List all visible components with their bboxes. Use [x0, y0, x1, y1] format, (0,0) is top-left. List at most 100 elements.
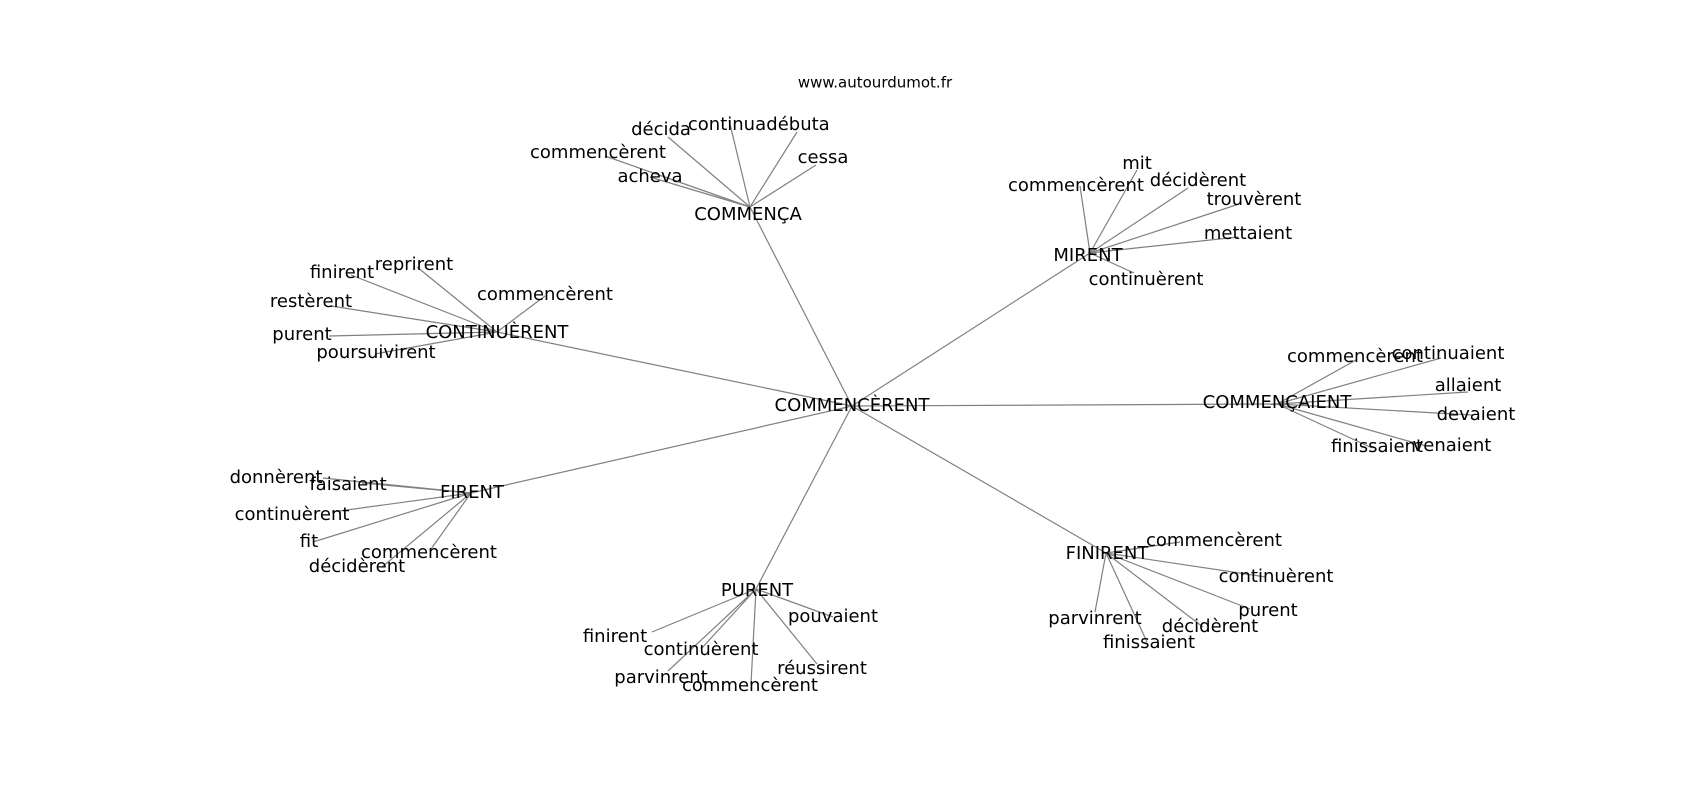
edge-firent-leaf	[430, 492, 472, 550]
hub-word-commencaient[interactable]: COMMENÇAIENT	[1203, 392, 1353, 413]
leaf-word[interactable]: poursuivirent	[316, 342, 435, 363]
edge-commencaient-leaf	[1276, 403, 1473, 416]
edge-firent-leaf	[331, 492, 472, 513]
leaf-word[interactable]: réussirent	[777, 658, 867, 679]
edge-commenca-leaf	[649, 176, 751, 208]
leaf-word[interactable]: mettaient	[1204, 223, 1292, 244]
leaf-word[interactable]: purent	[1238, 600, 1297, 621]
edge-root-finirent	[851, 405, 1107, 554]
edge-root-commencaient	[851, 403, 1278, 407]
hub-word-mirent[interactable]: MIRENT	[1053, 245, 1123, 266]
edge-purent-leaf	[667, 588, 757, 672]
leaf-word[interactable]: devaient	[1437, 404, 1516, 425]
edge-mirent-leaf	[1089, 204, 1237, 254]
leaf-word[interactable]: décidèrent	[1150, 170, 1246, 191]
leaf-word[interactable]: continuèrent	[1219, 566, 1334, 587]
hub-word-firent[interactable]: FIRENT	[440, 482, 505, 503]
leaf-word[interactable]: finissaient	[1331, 436, 1423, 457]
edge-commencaient-leaf	[1276, 403, 1373, 449]
leaf-word[interactable]: continuèrent	[644, 639, 759, 660]
edge-mirent-leaf	[1079, 185, 1091, 254]
leaf-word[interactable]: commencèrent	[1146, 530, 1282, 551]
leaf-word[interactable]: finirent	[310, 262, 374, 283]
site-url: www.autourdumot.fr	[798, 74, 953, 92]
leaf-word[interactable]: pouvaient	[788, 606, 878, 627]
leaf-word[interactable]: continua	[688, 114, 766, 135]
hub-word-purent[interactable]: PURENT	[721, 580, 794, 601]
edge-purent-leaf	[755, 588, 834, 618]
leaf-word[interactable]: commencèrent	[477, 284, 613, 305]
leaf-word[interactable]: continuèrent	[1089, 269, 1204, 290]
leaf-word[interactable]: cessa	[798, 147, 849, 168]
edge-root-purent	[755, 405, 853, 590]
leaf-word[interactable]: continuaient	[1392, 343, 1505, 364]
leaf-word[interactable]: purent	[272, 324, 331, 345]
leaf-word[interactable]: restèrent	[270, 291, 352, 312]
edge-finirent-leaf	[1105, 552, 1148, 643]
edge-firent-leaf	[361, 482, 472, 494]
edge-continuerent-leaf	[496, 295, 546, 333]
leaf-word[interactable]: débuta	[766, 114, 829, 135]
leaf-word[interactable]: faisaient	[309, 474, 386, 495]
edge-commenca-leaf	[749, 164, 817, 208]
hub-word-commenca[interactable]: COMMENÇA	[694, 204, 802, 225]
edge-continuerent-leaf	[330, 305, 498, 333]
edge-mirent-leaf	[1089, 252, 1135, 274]
leaf-word[interactable]: décidèrent	[309, 556, 405, 577]
edge-continuerent-leaf	[350, 274, 498, 333]
edge-purent-leaf	[750, 588, 757, 685]
edge-mirent-leaf	[1089, 236, 1239, 254]
hub-word-finirent[interactable]: FINIRENT	[1066, 543, 1150, 564]
edge-mirent-leaf	[1089, 187, 1189, 254]
edge-continuerent-leaf	[328, 331, 498, 337]
leaf-word[interactable]: commencèrent	[682, 675, 818, 696]
edge-continuerent-leaf	[374, 331, 498, 355]
edge-commencaient-leaf	[1276, 359, 1357, 405]
edge-commencaient-leaf	[1276, 391, 1469, 405]
leaf-word[interactable]: finirent	[583, 626, 647, 647]
edge-finirent-leaf	[1105, 552, 1204, 628]
leaf-word[interactable]: finissaient	[1103, 632, 1195, 653]
leaf-word[interactable]: parvinrent	[1048, 608, 1141, 629]
edge-commenca-leaf	[728, 119, 751, 208]
edge-continuerent-leaf	[416, 266, 498, 333]
leaf-word[interactable]: fit	[300, 531, 318, 552]
hub-word-continuerent[interactable]: CONTINUÈRENT	[426, 321, 570, 343]
edge-root-firent	[470, 405, 853, 494]
leaf-word[interactable]: décidèrent	[1162, 616, 1258, 637]
leaf-word[interactable]: mit	[1122, 153, 1152, 174]
edge-finirent-leaf	[1094, 552, 1107, 613]
edge-commenca-leaf	[749, 131, 798, 208]
edge-purent-leaf	[651, 588, 757, 633]
leaf-word[interactable]: donnèrent	[230, 467, 323, 488]
leaf-word[interactable]: parvinrent	[614, 667, 707, 688]
leaf-word[interactable]: acheva	[617, 166, 682, 187]
leaf-word[interactable]: venaient	[1413, 435, 1492, 456]
root-word[interactable]: COMMENCÈRENT	[775, 394, 931, 416]
edge-commencaient-leaf	[1276, 357, 1442, 405]
edge-finirent-leaf	[1105, 541, 1181, 554]
leaf-word[interactable]: reprirent	[375, 254, 453, 275]
leaf-word[interactable]: commencèrent	[361, 542, 497, 563]
edges	[312, 119, 1473, 685]
edge-root-mirent	[851, 252, 1091, 407]
leaf-word[interactable]: décida	[631, 119, 691, 140]
edge-root-commenca	[749, 206, 853, 407]
leaf-word[interactable]: commencèrent	[1008, 175, 1144, 196]
leaf-word[interactable]: commencèrent	[530, 142, 666, 163]
edge-purent-leaf	[700, 588, 757, 650]
edge-mirent-leaf	[1089, 169, 1138, 254]
edge-finirent-leaf	[1105, 552, 1251, 610]
leaf-word[interactable]: allaient	[1435, 375, 1502, 396]
leaf-word[interactable]: commencèrent	[1287, 346, 1423, 367]
edge-commenca-leaf	[667, 136, 751, 208]
leaf-word[interactable]: continuèrent	[235, 504, 350, 525]
edge-commenca-leaf	[604, 155, 751, 208]
edge-commencaient-leaf	[1276, 403, 1427, 447]
edge-firent-leaf	[312, 492, 472, 543]
leaf-word[interactable]: trouvèrent	[1207, 189, 1302, 210]
edge-finirent-leaf	[1105, 552, 1267, 578]
edge-firent-leaf	[381, 492, 472, 568]
